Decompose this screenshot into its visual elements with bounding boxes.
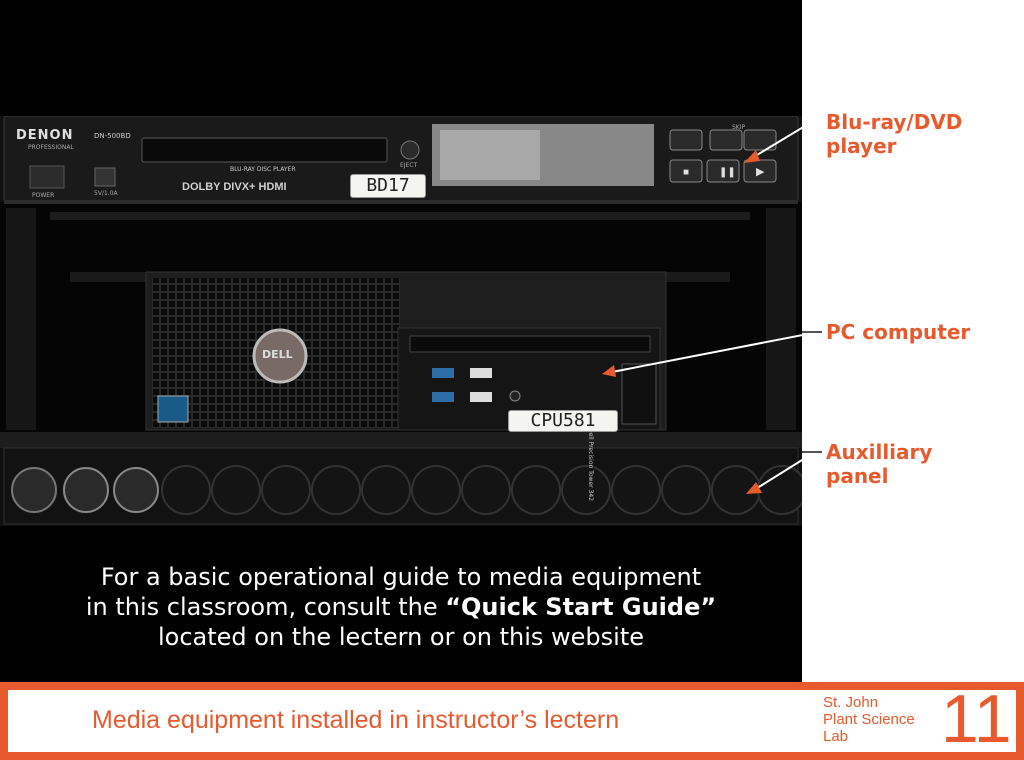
eject-label: EJECT (400, 162, 418, 169)
site-name-line-3: Lab (823, 728, 849, 745)
callout-player-line-1: Blu-ray/DVD (826, 110, 963, 134)
callout-panel-line-2: panel (826, 464, 889, 488)
disc-label: BLU-RAY DISC PLAYER (230, 166, 296, 173)
callout-player: Blu-ray/DVD player (826, 110, 962, 158)
player-brand-sub: PROFESSIONAL (28, 144, 74, 151)
lectern-rack: ■ ❚❚ ▶ DOLBY DIVX+ HDMI (0, 115, 802, 526)
arrow-head-panel (746, 482, 762, 494)
svg-text:❚❚: ❚❚ (719, 167, 736, 178)
quick-start-guide-link: “Quick Start Guide” (445, 593, 717, 621)
footer-bar: Media equipment installed in instructor’… (0, 682, 1024, 760)
equipment-photo: ■ ❚❚ ▶ DOLBY DIVX+ HDMI (0, 0, 802, 682)
player-model: DN-500BD (94, 132, 131, 140)
svg-text:DOLBY DIVX+ HDMI: DOLBY DIVX+ HDMI (182, 181, 287, 193)
callout-player-line-2: player (826, 134, 897, 158)
caption-line-1: For a basic operational guide to media e… (100, 563, 702, 591)
svg-text:▶: ▶ (756, 166, 765, 178)
callout-computer-line-1: PC computer (826, 320, 971, 344)
caption-line-2-text: in this classroom, consult the (85, 593, 446, 621)
site-name-line-2: Plant Science (823, 711, 915, 728)
player-asset-tag: BD17 (350, 174, 426, 198)
callout-panel: Auxilliary panel (826, 440, 932, 488)
slide-title: Media equipment installed in instructor’… (92, 706, 620, 734)
site-name: St. John Plant Science Lab (823, 694, 915, 745)
footer-panel: Media equipment installed in instructor’… (8, 684, 1016, 754)
caption-line-2: in this classroom, consult the “Quick St… (0, 592, 802, 622)
callout-arrows (602, 126, 802, 494)
svg-text:■: ■ (683, 167, 689, 178)
page-number: 11 (941, 681, 1012, 757)
callout-computer: PC computer (826, 320, 970, 344)
instruction-caption: For a basic operational guide to media e… (0, 562, 802, 652)
callout-panel-line-1: Auxilliary (826, 440, 933, 464)
player-brand: DENON (16, 128, 74, 143)
pc-asset-tag: CPU581 (508, 410, 618, 432)
skip-label: SKIP (732, 124, 746, 131)
arrow-head-computer (602, 365, 616, 377)
caption-line-3: located on the lectern or on this websit… (157, 623, 645, 651)
usb-label: 5V/1.0A (94, 190, 118, 197)
pc-brand: DELL (262, 348, 293, 361)
power-button: POWER (32, 192, 55, 199)
callout-leaders (802, 119, 822, 453)
rack-illustration: ■ ❚❚ ▶ DOLBY DIVX+ HDMI (0, 115, 802, 526)
arrow-head-player (744, 150, 760, 163)
site-name-line-1: St. John (823, 694, 879, 711)
